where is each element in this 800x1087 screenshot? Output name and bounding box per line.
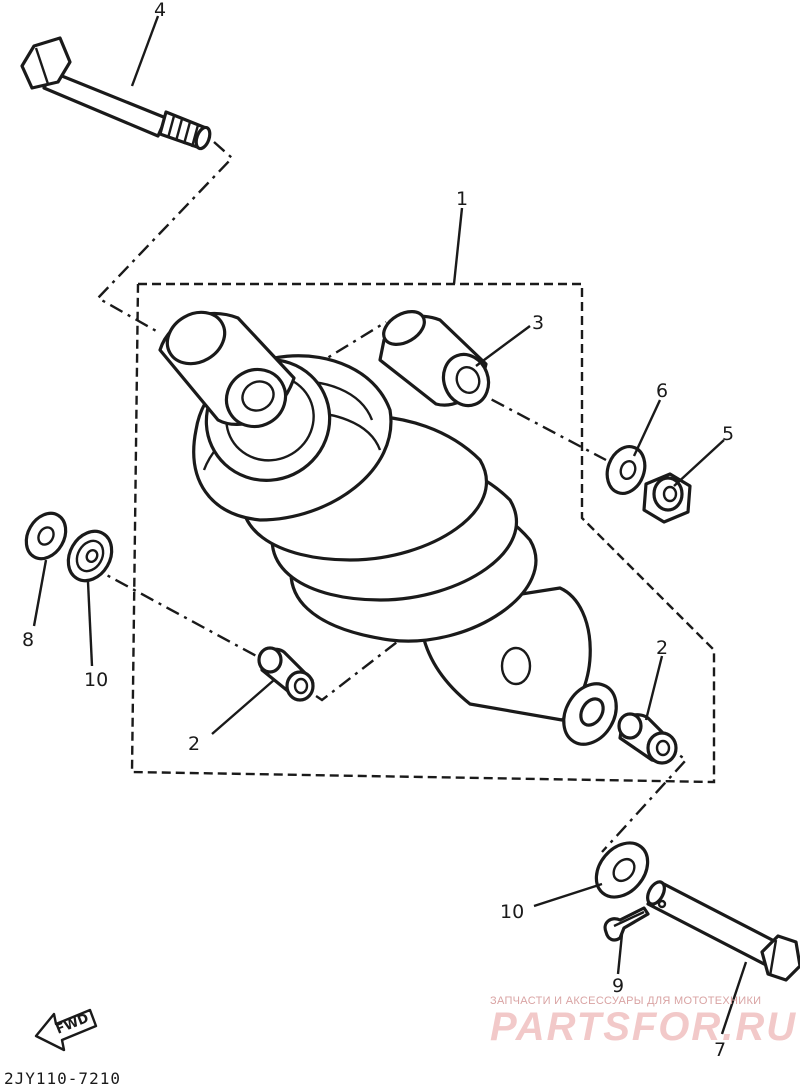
leader-6	[632, 399, 662, 457]
shock-absorber-part-1	[158, 310, 618, 746]
seal-washer-part-10-left	[66, 529, 114, 583]
watermark-brand: PARTSFOR.RU	[490, 1005, 797, 1049]
collar-part-3	[378, 310, 491, 408]
diagram-code: 2JY110-7210	[4, 1069, 121, 1087]
bolt-part-7	[646, 880, 800, 982]
bushing-part-2-left	[257, 646, 315, 702]
forward-arrow: FWD	[34, 1008, 98, 1052]
nut-part-5	[642, 472, 692, 524]
leader-8	[32, 559, 48, 627]
callout-6: 6	[656, 380, 668, 402]
leader-3	[475, 325, 531, 367]
leader-10-left	[86, 581, 94, 667]
callout-8: 8	[22, 629, 34, 651]
washer-part-8	[24, 511, 68, 561]
leader-5	[673, 439, 725, 487]
watermark-logo: ЗАПЧАСТИ И АКСЕССУАРЫ ДЛЯ МОТОТЕХНИКИ PA…	[490, 995, 797, 1049]
washer-part-6	[605, 445, 647, 495]
callout-5: 5	[722, 423, 734, 445]
callout-2-right: 2	[656, 637, 668, 659]
callout-10-right: 10	[500, 901, 524, 923]
washer-part-10-right	[594, 841, 650, 899]
leader-4	[130, 15, 160, 87]
leader-9	[616, 933, 624, 975]
callout-2-left: 2	[188, 733, 200, 755]
leader-1	[452, 207, 464, 285]
bushing-part-2-right	[617, 712, 678, 765]
callout-7: 7	[714, 1039, 726, 1061]
callout-3: 3	[532, 312, 544, 334]
lower-right-axis-line	[601, 743, 688, 853]
upper-axis-line	[261, 320, 387, 400]
watermark-tagline: ЗАПЧАСТИ И АКСЕССУАРЫ ДЛЯ МОТОТЕХНИКИ	[490, 995, 761, 1007]
leader-10-right	[533, 882, 603, 908]
callout-1: 1	[456, 188, 468, 210]
cotter-pin-part-9	[603, 906, 650, 942]
leader-2-right	[644, 655, 664, 721]
leader-7	[720, 961, 748, 1035]
callout-4: 4	[154, 0, 166, 21]
collar-axis-line	[465, 384, 607, 462]
callout-9: 9	[612, 975, 624, 997]
leader-2-left	[211, 679, 275, 735]
bolt-part-4	[20, 36, 212, 151]
callout-10-left: 10	[84, 669, 108, 691]
bolt-assembly-line	[96, 141, 234, 334]
